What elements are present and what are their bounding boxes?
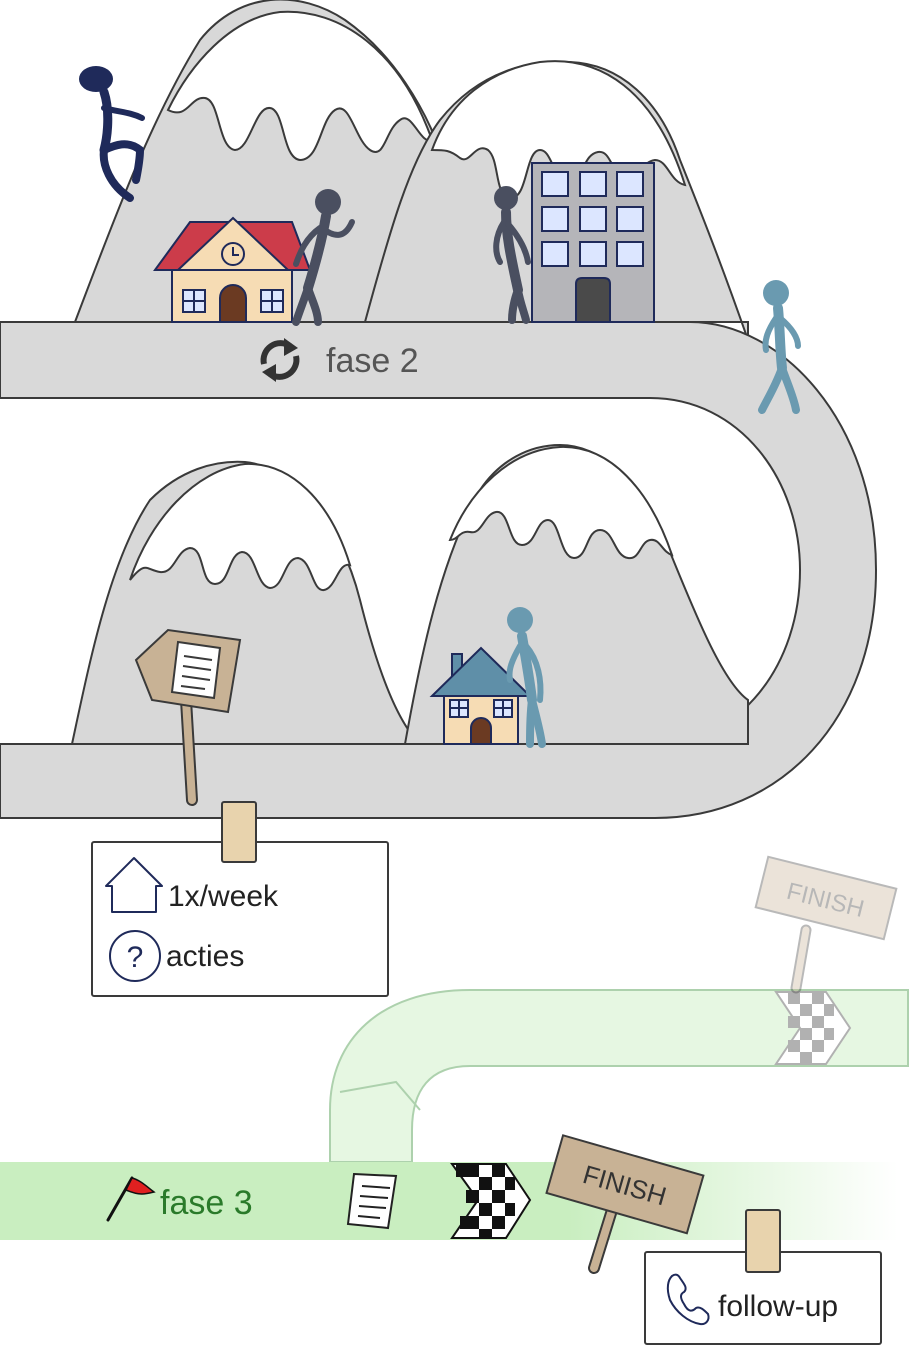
question-icon: ? (110, 931, 160, 981)
climbing-figure (79, 66, 142, 198)
faded-branch-road (330, 990, 908, 1162)
tape-strip-2 (746, 1210, 780, 1272)
faded-finish-sign: FINISH (756, 857, 897, 988)
question-mark: ? (127, 941, 144, 974)
clock-icon (222, 243, 244, 265)
followup-text: follow-up (718, 1290, 838, 1323)
tape-strip (222, 802, 256, 862)
visits-frequency-text: 1x/week (168, 880, 279, 913)
document-icon (172, 642, 220, 698)
office-building (532, 163, 654, 322)
mountain-bottom-left (72, 462, 420, 744)
phase3-text: fase 3 (160, 1184, 253, 1222)
document-icon-road (348, 1174, 396, 1228)
phase2-text: fase 2 (326, 342, 419, 380)
info-box-weekly: 1x/week ? acties (92, 802, 388, 996)
actions-text: acties (166, 940, 244, 973)
